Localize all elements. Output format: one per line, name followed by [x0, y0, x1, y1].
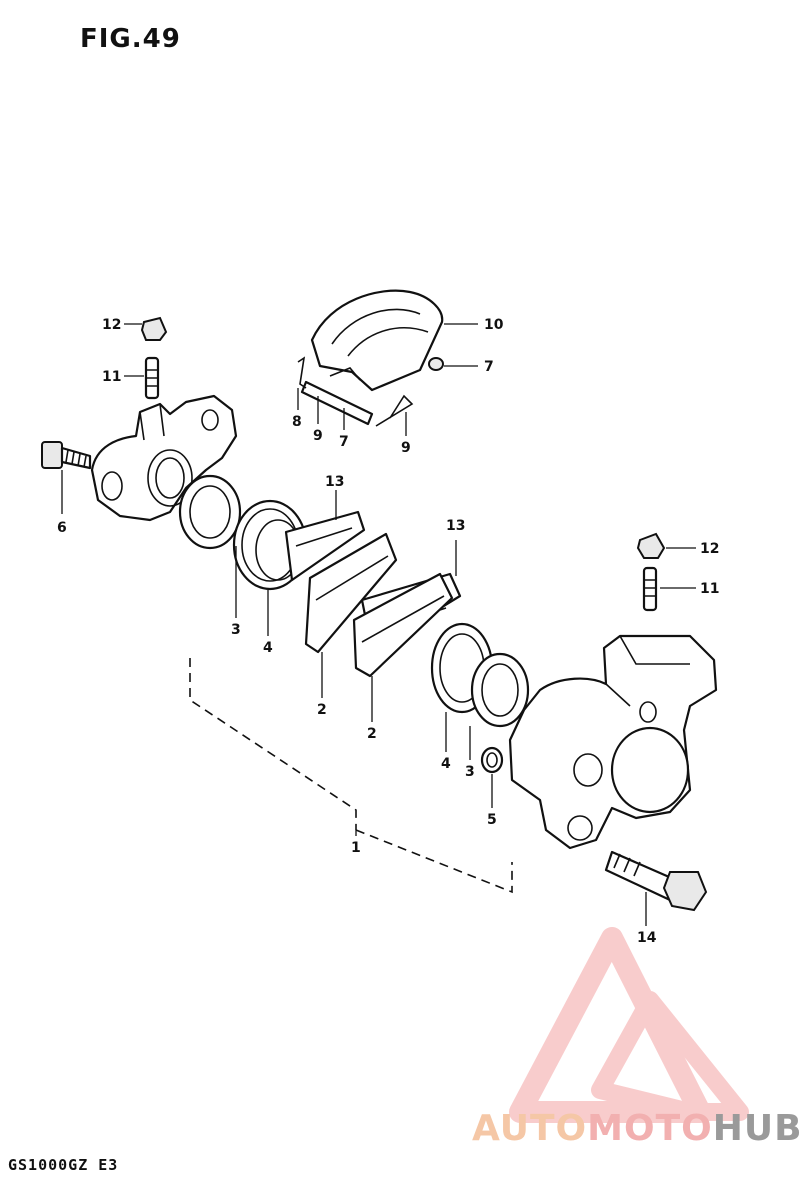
figure-title: FIG.49: [80, 24, 181, 54]
bleeder-valve-left: [144, 356, 160, 400]
pad-pin: [300, 357, 444, 426]
callout-9-right: 9: [401, 440, 411, 456]
callout-7-center: 7: [339, 434, 349, 450]
bolt-left: [41, 441, 92, 470]
callout-14: 14: [637, 930, 657, 946]
callout-11-right: 11: [700, 581, 719, 597]
watermark-wordmark: AUTOMOTOHUB: [472, 1108, 800, 1149]
callout-3-right: 3: [465, 764, 475, 780]
pad-spring-cover: [310, 289, 444, 392]
callout-11-left: 11: [102, 369, 121, 385]
pad-spring: [329, 367, 414, 427]
callout-2-right: 2: [367, 726, 377, 742]
callout-3-left: 3: [231, 622, 241, 638]
callout-7-right: 7: [484, 359, 494, 375]
caliper-half-left: [90, 394, 238, 522]
callout-8: 8: [292, 414, 302, 430]
bleeder-cap-left: [140, 316, 168, 341]
callout-6: 6: [57, 520, 67, 536]
bleeder-cap-right: [636, 532, 666, 559]
caliper-half-right: [508, 634, 718, 850]
piston-left: [178, 474, 242, 550]
callout-5: 5: [487, 812, 497, 828]
callout-2-left: 2: [317, 702, 327, 718]
assembly-bracket: [189, 658, 513, 894]
piston-seal-left: [232, 499, 308, 591]
watermark-auto: AUTO: [472, 1108, 588, 1149]
callout-12-left: 12: [102, 317, 121, 333]
watermark-moto: MOTO: [587, 1108, 713, 1149]
callout-13-left: 13: [325, 474, 344, 490]
callout-13-right: 13: [446, 518, 465, 534]
watermark-hub: HUB: [712, 1108, 800, 1149]
model-code: GS1000GZ E3: [8, 1156, 119, 1174]
brake-pad-right: [352, 572, 454, 678]
piston-right: [470, 652, 530, 728]
bleeder-valve-right: [642, 566, 658, 612]
pad-pin-clip: [297, 356, 307, 389]
brake-pad-left: [304, 532, 398, 654]
leader-lines: [61, 323, 696, 926]
pad-shim-left: [284, 510, 366, 582]
callout-labels: 12 11 6 10 7 8 9 7 9 13 13 3 4 2 2 4 3 5…: [57, 317, 719, 946]
watermark-logo: [509, 927, 749, 1123]
o-ring: [480, 746, 504, 774]
callout-10: 10: [484, 317, 504, 333]
callout-9-left: 9: [313, 428, 323, 444]
callout-12-right: 12: [700, 541, 719, 557]
bolt-right: [604, 850, 708, 912]
callout-1: 1: [351, 840, 361, 856]
callout-4-right: 4: [441, 756, 451, 772]
callout-4-left: 4: [263, 640, 273, 656]
